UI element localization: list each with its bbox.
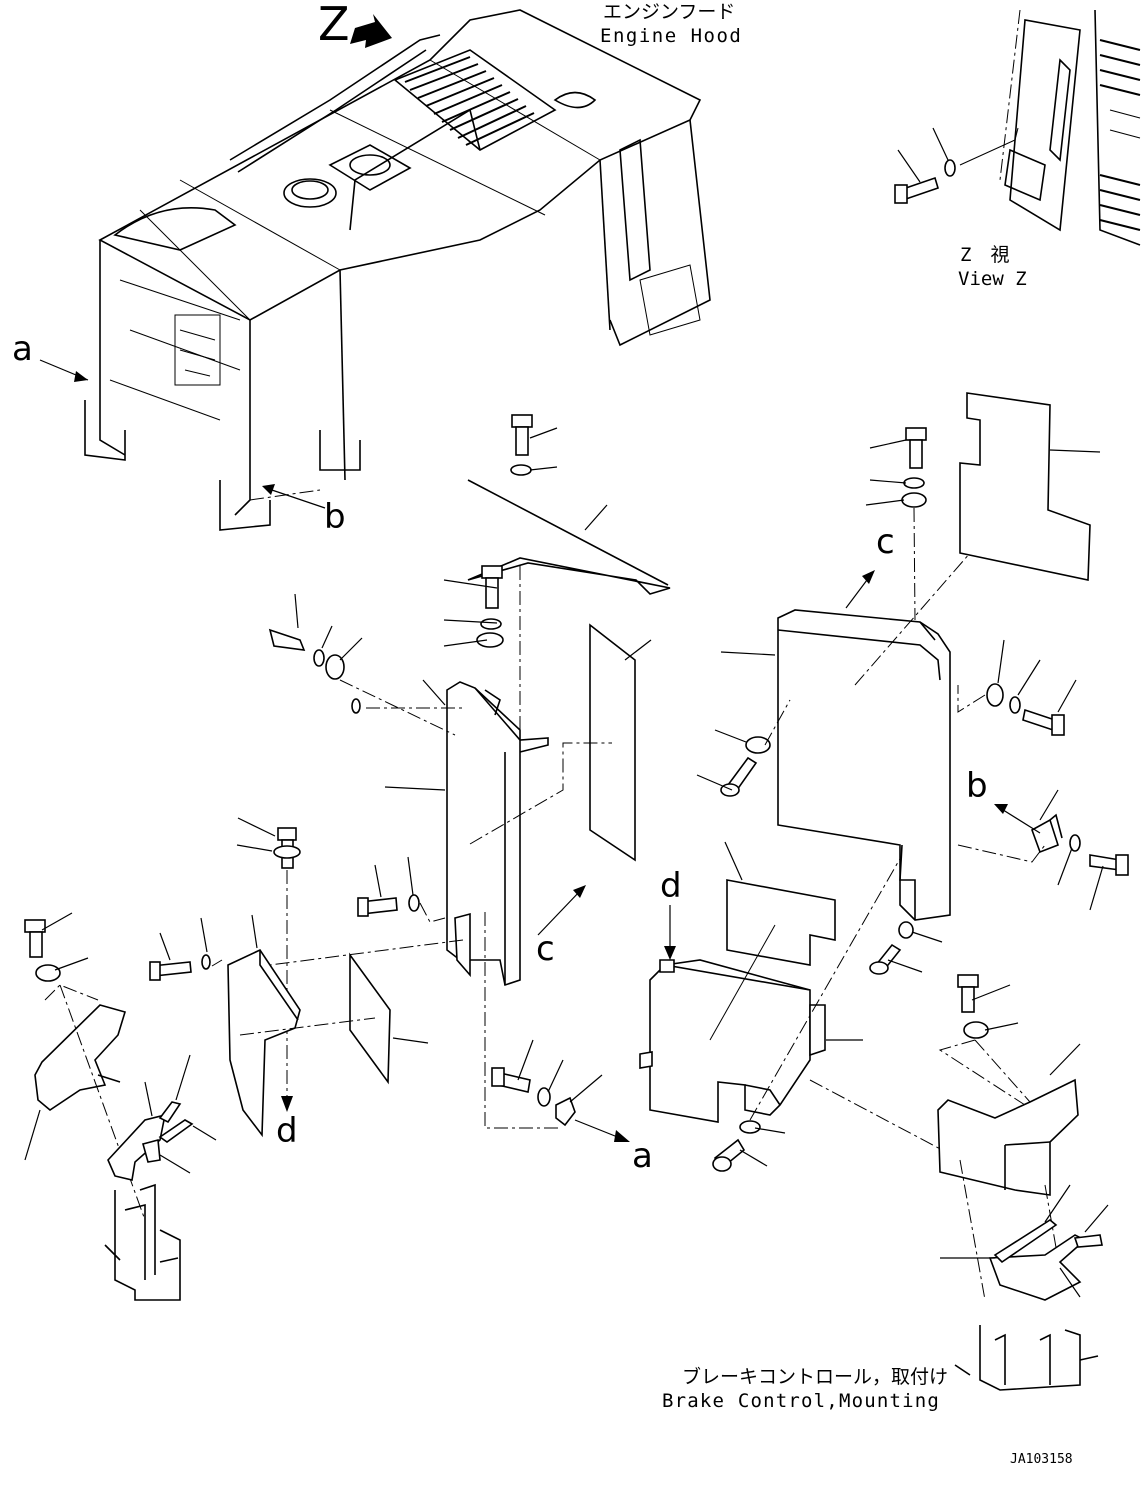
view-z-detail — [894, 9, 1141, 246]
view-z-en-label: View Z — [958, 268, 1027, 290]
right-side-cover — [696, 392, 1129, 975]
reference-b-top: b — [324, 497, 346, 537]
engine-hood-jp-label: エンジンフード — [603, 1, 735, 23]
engine-hood-en-label: Engine Hood — [600, 25, 742, 47]
reference-d-left: d — [276, 1111, 298, 1151]
z-view-marker: Z — [318, 0, 350, 51]
hood-grille — [393, 49, 557, 151]
center-left-fasteners — [236, 817, 558, 1129]
drawing-number: JA103158 — [1010, 1452, 1073, 1467]
brake-control-jp-label: ブレーキコントロール，取付け — [682, 1365, 948, 1388]
center-side-cover — [268, 414, 671, 987]
engine-hood-assembly — [39, 9, 711, 531]
reference-a-top: a — [12, 329, 33, 369]
far-left-brackets — [24, 912, 217, 1301]
view-z-jp-label: Z 視 — [960, 244, 1009, 266]
reference-c-center: c — [536, 929, 555, 969]
left-small-covers — [149, 914, 429, 1138]
reference-b-right: b — [966, 766, 988, 806]
reference-a-center: a — [632, 1136, 653, 1176]
brake-control-en-label: Brake Control,Mounting — [662, 1390, 940, 1412]
center-box-cover — [639, 841, 981, 1172]
reference-c-right: c — [876, 522, 895, 562]
far-right-brackets — [937, 974, 1109, 1391]
reference-d-center: d — [660, 866, 682, 906]
center-lower-fasteners — [491, 1039, 630, 1142]
